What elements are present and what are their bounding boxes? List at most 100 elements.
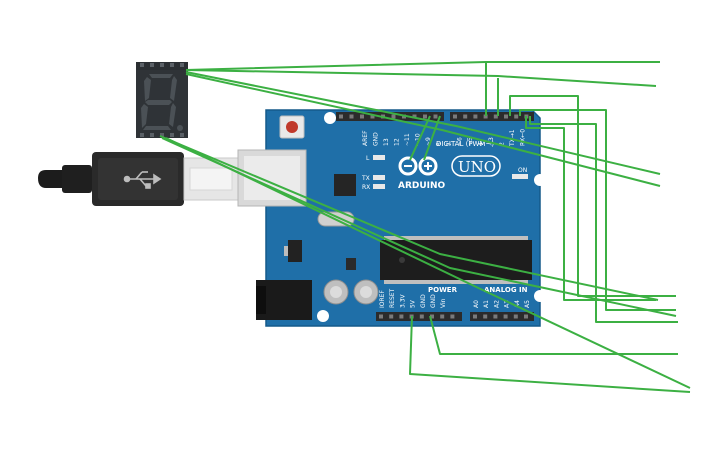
wires[interactable] [159,61,691,393]
header-pin[interactable] [473,314,477,319]
header-pin[interactable] [504,114,508,119]
header-pin[interactable] [370,114,375,119]
wire-display-top-2[interactable] [185,69,657,87]
usb-cable-end [38,170,66,188]
display-pin[interactable] [140,133,144,137]
capacitor-top [360,286,372,298]
header-pin[interactable] [391,114,396,119]
header-pin[interactable] [433,114,438,119]
digital-header-right[interactable] [450,112,534,121]
usb-connector-inner [189,167,233,191]
pin-label: ~11 [404,133,411,146]
header-pin[interactable] [440,314,445,319]
display-pin[interactable] [150,133,154,137]
arduino-uno-board[interactable]: L TX RX ON ARDUINO UNO DIGITAL (PWM~) PO… [237,109,546,327]
pin-label: RESET [389,288,396,308]
wire-gnd[interactable] [409,315,691,393]
board-brand: ARDUINO [398,181,446,191]
header-pin[interactable] [379,314,383,319]
wire-display-to-d4[interactable] [185,73,661,187]
uno-badge [451,155,501,177]
led-on-label: ON [518,167,527,174]
header-pin[interactable] [453,114,457,119]
display-pin[interactable] [180,63,184,67]
header-pin[interactable] [493,314,498,319]
display-pin[interactable] [150,63,154,67]
header-pin[interactable] [419,314,424,319]
header-pin[interactable] [430,314,434,319]
led-on [512,174,528,179]
capacitor-top [330,286,342,298]
header-pin[interactable] [513,314,518,319]
header-pin[interactable] [514,114,519,119]
led-tx-label: TX [361,175,370,182]
header-pin[interactable] [483,314,488,319]
header-pin[interactable] [473,114,478,119]
header-pin[interactable] [389,314,394,319]
header-pin[interactable] [483,114,488,119]
header-pin[interactable] [450,314,455,319]
segment-dp [177,125,183,131]
display-pin[interactable] [170,63,174,67]
led-l-label: L [366,155,370,162]
header-pin[interactable] [412,114,417,119]
power-header[interactable] [376,312,462,321]
pin-label: 8 [436,142,443,146]
pin-label: GND [430,294,437,308]
mounting-hole [534,290,546,302]
display-pin[interactable] [160,63,164,67]
pin-label: ~10 [415,133,422,146]
display-pin[interactable] [140,63,144,67]
wire-cross-2[interactable] [423,115,441,161]
wire-display-bot-1[interactable] [159,135,659,301]
segment-g [145,100,172,105]
display-pin[interactable] [180,133,184,137]
display-pin[interactable] [170,133,174,137]
led-rx-label: RX [362,184,370,191]
header-pin[interactable] [339,114,343,119]
voltage-regulator [288,240,302,262]
header-pin[interactable] [399,314,404,319]
mounting-hole [317,310,329,322]
led-l [373,155,385,160]
pin-label: 5V [410,299,417,308]
analog-header[interactable] [470,312,534,321]
wire-display-to-d5[interactable] [185,71,661,175]
power-section-label: POWER [428,286,458,294]
chip-notch [399,257,405,263]
mounting-hole [534,174,546,186]
pin-label: ~3 [488,137,495,146]
wire-5v[interactable] [429,315,678,355]
wire-d2-loop[interactable] [519,109,676,311]
header-pin[interactable] [360,114,364,119]
usb-cable[interactable] [38,152,239,206]
pin-label: RX←0 [520,129,527,146]
segment-c [169,103,176,127]
wire-d3-loop[interactable] [509,95,676,297]
pin-label: Vin [440,298,447,308]
seven-segment-display[interactable]: 8. [136,62,188,160]
wire-cross-1[interactable] [409,115,431,161]
wire-d1-loop[interactable] [525,116,656,301]
regulator-tab [284,246,288,256]
header-pin[interactable] [524,314,528,319]
wire-display-top-1[interactable] [185,61,660,71]
header-pin[interactable] [349,114,354,119]
pin-label: 2 [499,142,506,146]
segment-f [144,77,151,101]
header-pin[interactable] [493,114,498,119]
segment-a [149,74,173,78]
digit-segments [141,74,183,131]
usb-symbol-icon [123,171,162,189]
header-pin[interactable] [463,114,468,119]
pin-label: GND [373,132,380,146]
display-pin[interactable] [160,133,164,137]
pin-label: A0 [473,300,480,308]
header-pin[interactable] [423,114,427,119]
pin-label: 4 [478,142,485,146]
wire-d0-loop[interactable] [529,116,678,323]
reset-button[interactable] [286,121,298,133]
header-pin[interactable] [503,314,508,319]
